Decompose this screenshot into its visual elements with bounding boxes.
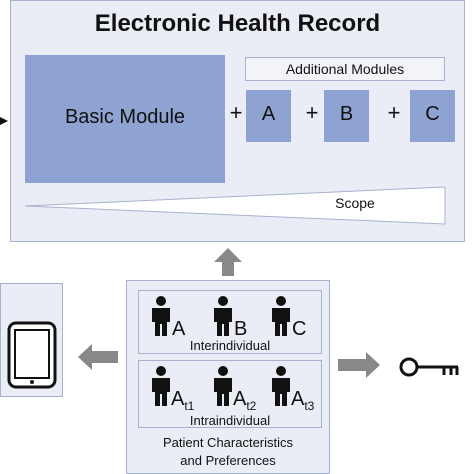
arrow-right-icon: [338, 352, 380, 378]
patient-caption-line2: and Preferences: [180, 453, 276, 468]
person-icon: [270, 296, 292, 336]
arrow-left-icon: [78, 344, 118, 370]
person-letter-b: B: [234, 318, 248, 340]
key-icon: [399, 357, 459, 377]
person-letter-a: A: [172, 318, 186, 340]
intraindividual-label: Intraindividual: [189, 413, 271, 428]
plus-sign: +: [305, 100, 319, 125]
module-c-box: [410, 90, 455, 142]
plus-sign: +: [387, 100, 401, 125]
additional-modules-box: [245, 57, 445, 81]
module-a-box: [246, 90, 291, 142]
left-edge-arrow-icon: [0, 117, 8, 125]
interindividual-label: Interindividual: [189, 338, 271, 353]
person-icon: [270, 366, 292, 406]
person-icon: [212, 296, 234, 336]
tablet-icon: [7, 321, 57, 389]
patient-caption-line1: Patient Characteristics: [162, 435, 294, 450]
module-b-box: [324, 90, 369, 142]
module-b-label: B: [339, 103, 354, 125]
scope-wedge: [25, 186, 446, 225]
person-letter-at3: At3: [291, 388, 315, 413]
person-letter-c: C: [292, 318, 307, 340]
basic-module-label: Basic Module: [64, 106, 186, 128]
person-icon: [150, 296, 172, 336]
scope-label: Scope: [335, 195, 375, 211]
basic-module-box: [25, 55, 225, 183]
person-letter-at2: At2: [233, 388, 257, 413]
additional-modules-label: Additional Modules: [285, 61, 405, 77]
plus-sign: +: [229, 100, 243, 125]
module-c-label: C: [425, 103, 440, 125]
intraindividual-box: [138, 360, 322, 428]
person-letter-at1: At1: [171, 388, 195, 413]
arrow-up-icon: [214, 248, 242, 276]
person-icon: [150, 366, 172, 406]
ehr-title: Electronic Health Record: [94, 10, 381, 37]
module-a-label: A: [261, 103, 276, 125]
person-icon: [212, 366, 234, 406]
